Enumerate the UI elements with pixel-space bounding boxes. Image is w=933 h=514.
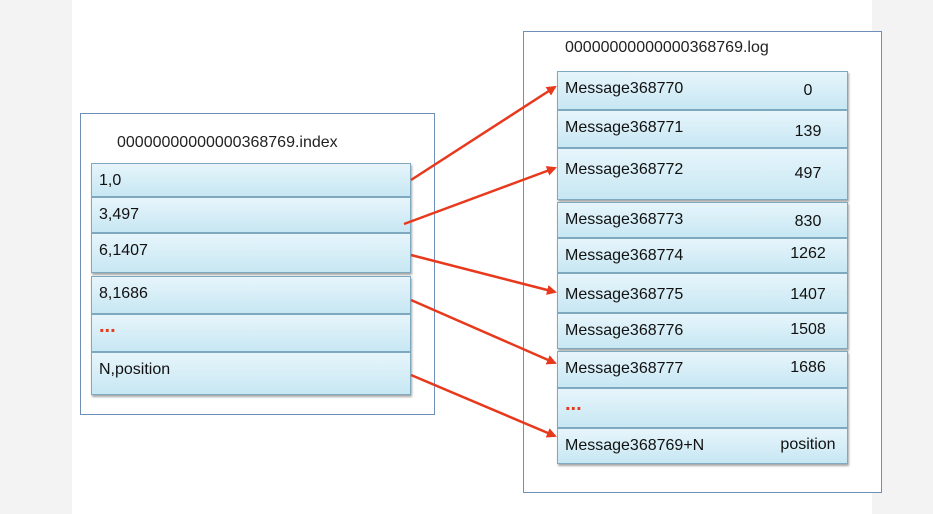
log-message: Message368770 bbox=[565, 80, 684, 97]
index-entry: 8,1686 bbox=[91, 276, 411, 314]
log-offset: 1407 bbox=[790, 286, 826, 303]
log-entry: Message368774 1262 bbox=[557, 238, 848, 273]
log-entry: Message368776 1508 bbox=[557, 313, 848, 349]
log-entry: Message368777 1686 bbox=[557, 351, 848, 388]
log-message: Message368771 bbox=[565, 119, 684, 136]
log-message: Message368775 bbox=[565, 286, 684, 303]
log-entry: Message368769+N position bbox=[557, 428, 848, 464]
log-entry: ... bbox=[557, 388, 848, 428]
log-message: Message368773 bbox=[565, 211, 684, 228]
log-offset: 1686 bbox=[790, 359, 826, 376]
log-entry: Message368771 139 bbox=[557, 110, 848, 148]
index-entry-label: 6,1407 bbox=[99, 242, 148, 259]
index-file-title: 00000000000000368769.index bbox=[117, 134, 338, 151]
log-offset: position bbox=[780, 436, 836, 453]
log-offset: 830 bbox=[794, 213, 822, 230]
index-entry-label: 1,0 bbox=[99, 172, 122, 189]
log-message: Message368769+N bbox=[565, 437, 705, 454]
index-entry: N,position bbox=[91, 352, 411, 395]
log-message: Message368777 bbox=[565, 360, 684, 377]
index-entry: 3,497 bbox=[91, 197, 411, 233]
log-entry: Message368772 497 bbox=[557, 148, 848, 200]
log-file-title: 00000000000000368769.log bbox=[565, 39, 769, 56]
index-entry-label: 3,497 bbox=[99, 206, 140, 223]
log-offset: 0 bbox=[803, 82, 813, 99]
log-entry: Message368770 0 bbox=[557, 71, 848, 110]
log-offset: 1508 bbox=[790, 321, 826, 338]
log-entry: Message368775 1407 bbox=[557, 273, 848, 313]
index-ellipsis: ... bbox=[99, 315, 116, 337]
log-offset: 139 bbox=[794, 123, 822, 140]
log-offset: 1262 bbox=[790, 245, 826, 262]
index-entry: 6,1407 bbox=[91, 233, 411, 273]
index-entry-label: N,position bbox=[99, 361, 171, 378]
log-message: Message368774 bbox=[565, 247, 684, 264]
log-ellipsis: ... bbox=[565, 393, 582, 415]
log-message: Message368772 bbox=[565, 161, 684, 178]
index-entry: ... bbox=[91, 314, 411, 352]
index-entry-label: 8,1686 bbox=[99, 285, 148, 302]
index-entry: 1,0 bbox=[91, 163, 411, 197]
log-offset: 497 bbox=[794, 165, 822, 182]
log-message: Message368776 bbox=[565, 322, 684, 339]
log-entry: Message368773 830 bbox=[557, 202, 848, 238]
